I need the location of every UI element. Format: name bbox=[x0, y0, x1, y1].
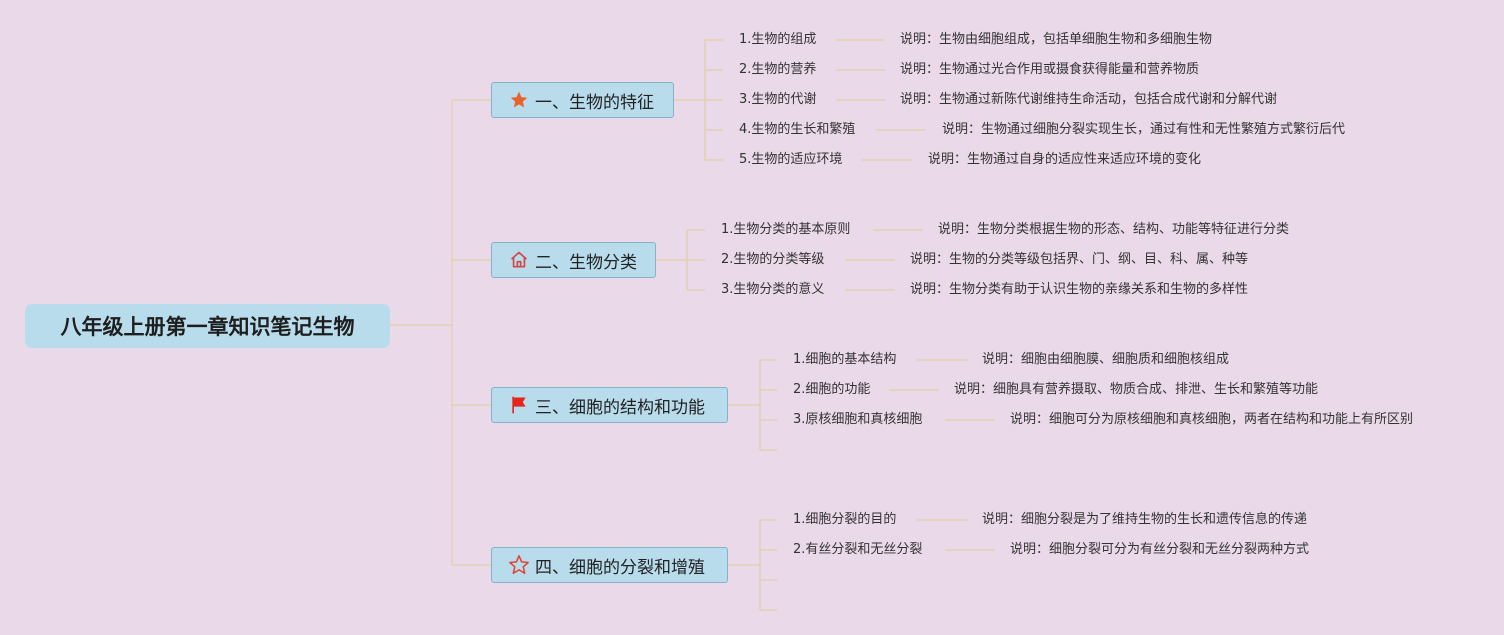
topic-node[interactable]: 2.细胞的功能 bbox=[793, 382, 871, 397]
topic-note[interactable]: 说明：生物由细胞组成，包括单细胞生物和多细胞生物 bbox=[900, 32, 1213, 47]
topic-note[interactable]: 说明：生物通过光合作用或摄食获得能量和营养物质 bbox=[900, 62, 1200, 77]
topic-node[interactable]: 1.生物的组成 bbox=[739, 32, 817, 47]
category-label: 四、细胞的分裂和增殖 bbox=[535, 557, 705, 578]
category-node-3[interactable]: 三、细胞的结构和功能 bbox=[491, 387, 728, 423]
topic-node[interactable]: 3.生物的代谢 bbox=[739, 92, 817, 107]
topic-node[interactable]: 1.细胞的基本结构 bbox=[793, 352, 897, 367]
topic-node[interactable]: 2.生物的分类等级 bbox=[721, 252, 825, 267]
root-node[interactable]: 八年级上册第一章知识笔记生物 bbox=[25, 304, 390, 348]
topic-note[interactable]: 说明：生物分类有助于认识生物的亲缘关系和生物的多样性 bbox=[910, 282, 1249, 297]
category-node-4[interactable]: 四、细胞的分裂和增殖 bbox=[491, 547, 728, 583]
category-label: 二、生物分类 bbox=[535, 252, 637, 273]
topic-node[interactable]: 1.生物分类的基本原则 bbox=[721, 222, 851, 237]
topic-note[interactable]: 说明：生物的分类等级包括界、门、纲、目、科、属、种等 bbox=[910, 252, 1249, 267]
topic-node[interactable]: 4.生物的生长和繁殖 bbox=[739, 122, 856, 137]
topic-note[interactable]: 说明：生物通过细胞分裂实现生长，通过有性和无性繁殖方式繁衍后代 bbox=[942, 122, 1346, 137]
topic-note[interactable]: 说明：细胞由细胞膜、细胞质和细胞核组成 bbox=[982, 352, 1230, 367]
topic-note[interactable]: 说明：细胞分裂是为了维持生物的生长和遗传信息的传递 bbox=[982, 512, 1308, 527]
category-node-2[interactable]: 二、生物分类 bbox=[491, 242, 656, 278]
topic-node[interactable]: 5.生物的适应环境 bbox=[739, 152, 843, 167]
category-label: 一、生物的特征 bbox=[535, 92, 654, 113]
topic-node[interactable]: 1.细胞分裂的目的 bbox=[793, 512, 897, 527]
topic-node[interactable]: 3.生物分类的意义 bbox=[721, 282, 825, 297]
star-outline-icon bbox=[508, 554, 530, 576]
category-label: 三、细胞的结构和功能 bbox=[535, 397, 705, 418]
topic-node[interactable]: 2.有丝分裂和无丝分裂 bbox=[793, 542, 923, 557]
topic-note[interactable]: 说明：生物通过新陈代谢维持生命活动，包括合成代谢和分解代谢 bbox=[900, 92, 1278, 107]
topic-note[interactable]: 说明：细胞可分为原核细胞和真核细胞，两者在结构和功能上有所区别 bbox=[1010, 412, 1414, 427]
flag-icon bbox=[508, 394, 530, 416]
star-filled-icon bbox=[508, 89, 530, 111]
topic-node[interactable]: 2.生物的营养 bbox=[739, 62, 817, 77]
house-icon bbox=[508, 249, 530, 271]
category-node-1[interactable]: 一、生物的特征 bbox=[491, 82, 674, 118]
topic-node[interactable]: 3.原核细胞和真核细胞 bbox=[793, 412, 923, 427]
topic-note[interactable]: 说明：生物分类根据生物的形态、结构、功能等特征进行分类 bbox=[938, 222, 1290, 237]
topic-note[interactable]: 说明：细胞具有营养摄取、物质合成、排泄、生长和繁殖等功能 bbox=[954, 382, 1319, 397]
topic-note[interactable]: 说明：生物通过自身的适应性来适应环境的变化 bbox=[928, 152, 1202, 167]
topic-note[interactable]: 说明：细胞分裂可分为有丝分裂和无丝分裂两种方式 bbox=[1010, 542, 1310, 557]
